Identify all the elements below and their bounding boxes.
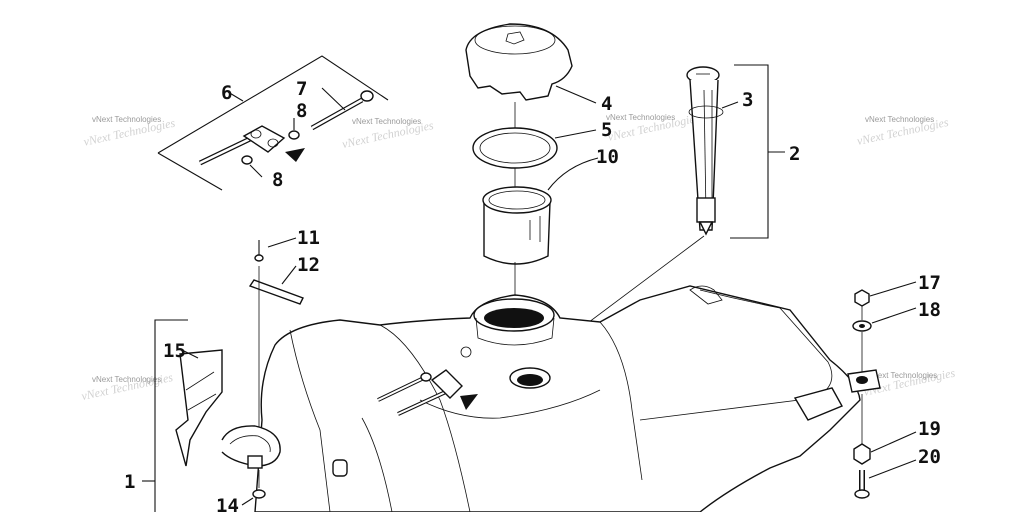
callout-20: 20 — [918, 446, 941, 468]
callout-19: 19 — [918, 418, 941, 440]
callout-14: 14 — [216, 495, 239, 512]
watermark: vNext Technologies — [865, 115, 934, 124]
callout-8-lower: 8 — [272, 169, 283, 191]
washer-8 — [288, 130, 300, 140]
hose-clamp — [221, 425, 281, 469]
washer-14 — [241, 470, 266, 506]
callout-3: 3 — [742, 89, 753, 111]
clamp-block — [198, 125, 305, 166]
fuel-cap-4 — [465, 23, 597, 104]
kit-1-bracket — [142, 319, 188, 512]
callout-18: 18 — [918, 299, 941, 321]
washer-18 — [852, 307, 917, 332]
callout-15: 15 — [163, 340, 186, 362]
watermark: vNext Technologies — [92, 375, 161, 384]
bolt-7 — [310, 87, 374, 131]
fuel-tank — [254, 285, 861, 512]
strap-12 — [248, 265, 304, 305]
sender-bracket-2 — [730, 64, 785, 239]
callout-labels: 1 2 3 4 5 6 7 8 8 10 11 12 14 15 17 18 1… — [124, 78, 941, 512]
tank-mount-bolts — [377, 369, 478, 416]
watermark: vNext Technologies — [606, 113, 675, 122]
nut-19 — [853, 431, 917, 465]
watermark: vNext Technologies — [352, 117, 421, 126]
bolt-20 — [854, 459, 917, 499]
callout-7: 7 — [296, 78, 307, 100]
heat-shield-15 — [175, 349, 223, 467]
callout-6: 6 — [221, 82, 232, 104]
nut-17 — [854, 281, 917, 307]
callout-4: 4 — [601, 93, 612, 115]
callout-5: 5 — [601, 119, 612, 141]
callout-1: 1 — [124, 471, 135, 493]
washer-8 — [241, 155, 253, 165]
watermark: vNext Technologies — [92, 115, 161, 124]
callout-11: 11 — [297, 227, 320, 249]
callout-8-upper: 8 — [296, 100, 307, 122]
filler-neck-10 — [482, 157, 599, 265]
callout-12: 12 — [297, 254, 320, 276]
watermark: vNext Technologies — [868, 371, 937, 380]
pin-11 — [254, 237, 297, 262]
callout-10: 10 — [596, 146, 619, 168]
callout-17: 17 — [918, 272, 941, 294]
kit-6-bracket — [157, 55, 389, 191]
callout-2: 2 — [789, 143, 800, 165]
fuel-sender-3 — [686, 66, 739, 236]
grommet — [847, 369, 881, 393]
gasket-5 — [472, 127, 597, 169]
